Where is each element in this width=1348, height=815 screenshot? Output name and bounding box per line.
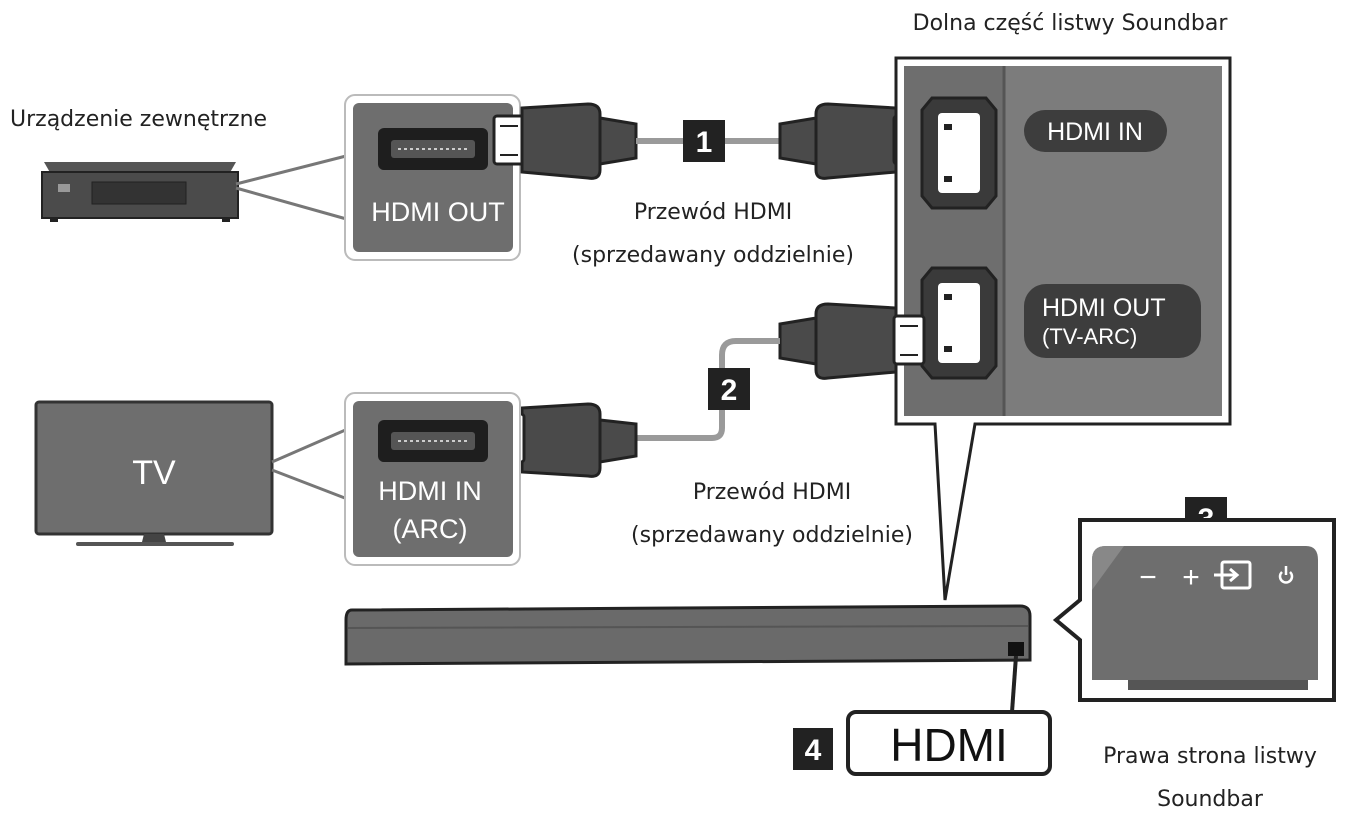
tv-arc-label: (ARC) (393, 514, 468, 544)
soundbar-hdmi-label: HDMI (890, 719, 1008, 771)
right-side-label-line2: Soundbar (1157, 787, 1264, 812)
external-device (41, 162, 239, 222)
tv-hdmi-in-panel: HDMI IN (ARC) (344, 392, 521, 566)
step-4-badge-bg (793, 728, 833, 770)
soundbar-right-side-panel: − + (1052, 518, 1336, 702)
soundbar-bottom-label: Dolna część listwy Soundbar (913, 11, 1229, 36)
external-device-callout (235, 153, 351, 222)
right-side-label-line1: Prawa strona listwy (1103, 744, 1317, 769)
tv-callout (271, 426, 351, 502)
power-icon[interactable] (1278, 566, 1294, 584)
volume-down-button[interactable]: − (1139, 561, 1157, 594)
hdmi-cable-2: 2 (492, 302, 926, 478)
soundbar-port-leader (1010, 655, 1018, 713)
source-icon[interactable] (1214, 560, 1252, 590)
soundbar-hdmi-port-callout: HDMI (846, 710, 1052, 776)
soundbar-tv-arc-label: (TV-ARC) (1042, 324, 1137, 349)
tv-hdmi-in-label: HDMI IN (378, 476, 482, 506)
soundbar-hdmi-out-label: HDMI OUT (1042, 294, 1166, 322)
soundbar (344, 604, 1032, 666)
cable-2-label-line1: Przewód HDMI (693, 480, 851, 505)
hdmi-cable-1: 1 (492, 102, 926, 180)
tv-label: TV (132, 454, 176, 492)
soundbar-hdmi-in-label: HDMI IN (1047, 118, 1143, 146)
cable-2-label-line2: (sprzedawany oddzielnie) (631, 523, 913, 548)
external-hdmi-out-panel: HDMI OUT (344, 94, 521, 261)
step-2-badge: 2 (721, 374, 738, 407)
volume-up-button[interactable]: + (1182, 561, 1200, 594)
step-1-badge: 1 (696, 126, 713, 159)
external-hdmi-out-label: HDMI OUT (371, 197, 504, 227)
tv-device: TV (34, 400, 274, 546)
soundbar-bottom-panel: HDMI IN HDMI OUT (TV-ARC) (894, 56, 1232, 601)
step-4-badge: 4 (805, 734, 822, 767)
external-device-label: Urządzenie zewnętrzne (10, 107, 267, 132)
cable-1-label-line1: Przewód HDMI (634, 200, 792, 225)
cable-1-label-line2: (sprzedawany oddzielnie) (572, 243, 854, 268)
